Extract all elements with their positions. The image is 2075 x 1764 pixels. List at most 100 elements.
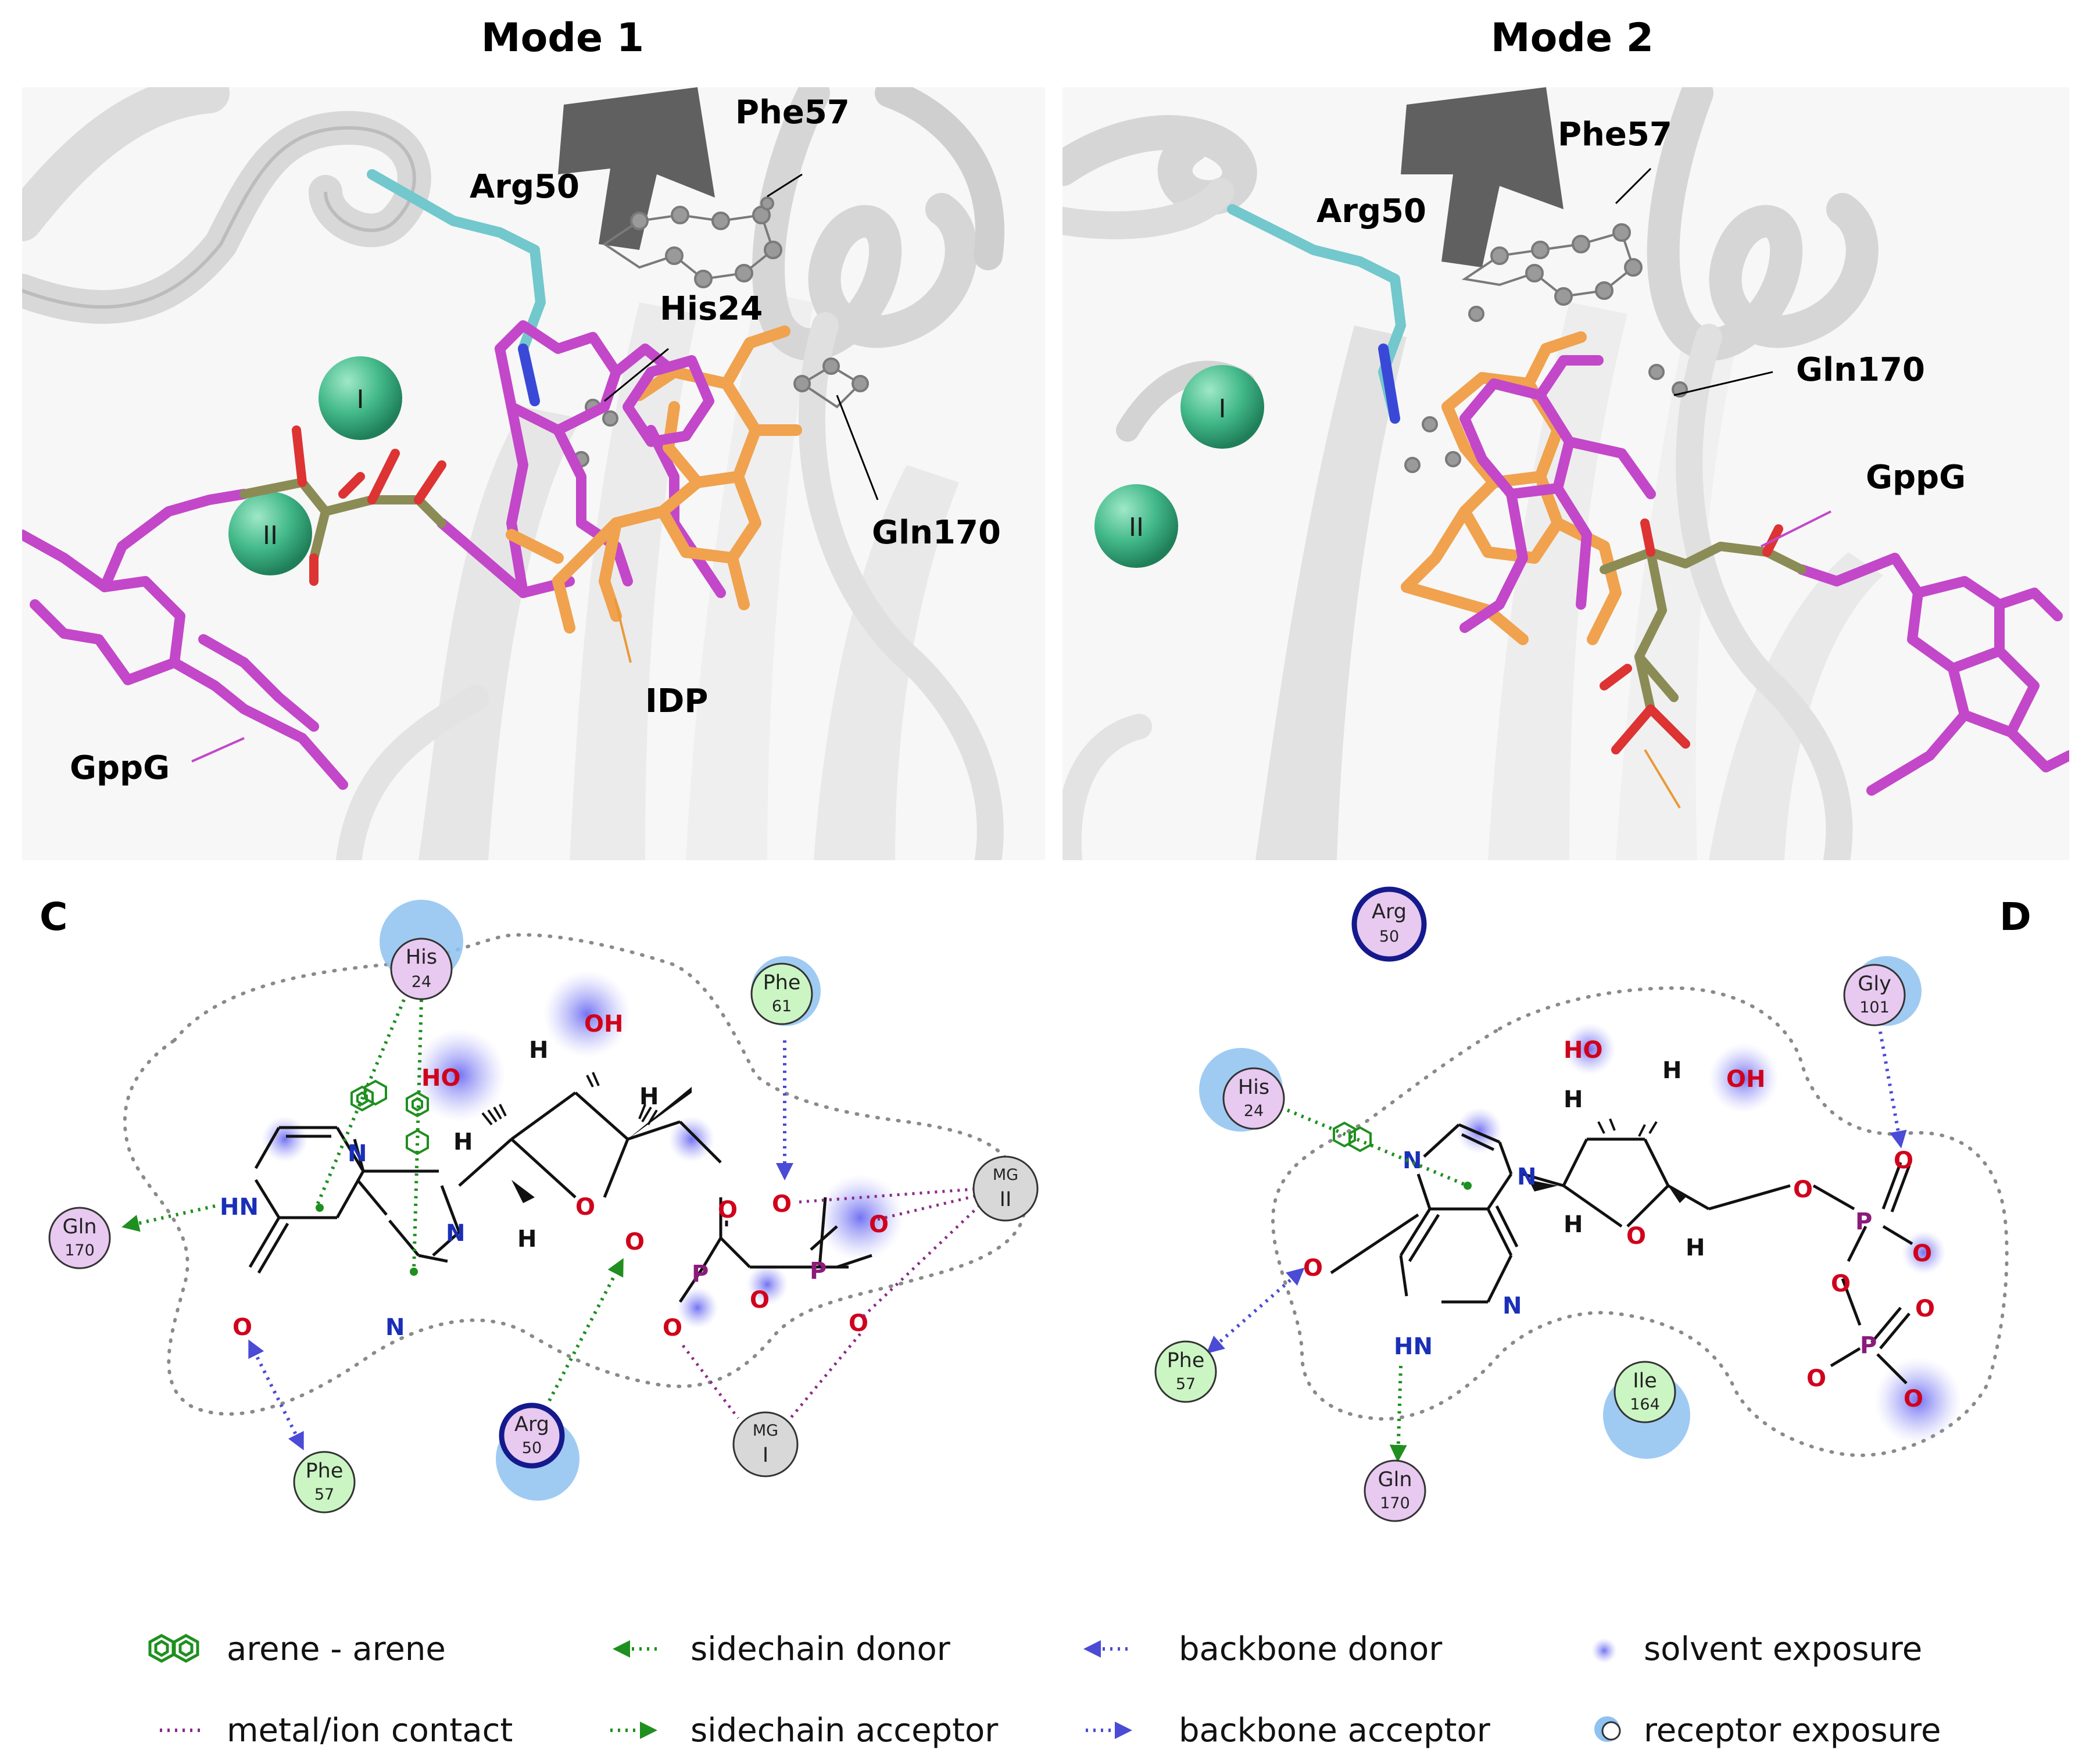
legend-solvent-icon bbox=[1591, 1638, 1617, 1663]
atom-o-bridge-c: O bbox=[750, 1287, 770, 1314]
atom-o-p2a-d: O bbox=[1915, 1296, 1935, 1322]
svg-text:Phe: Phe bbox=[763, 971, 801, 994]
metal-mg1-c: MG I bbox=[732, 1411, 799, 1477]
svg-text:I: I bbox=[763, 1444, 768, 1467]
svg-text:170: 170 bbox=[65, 1241, 95, 1260]
panel-d-diagram: N N N HN O HO OH H H H H O O P P O O O O… bbox=[1154, 886, 2009, 1522]
svg-text:MG: MG bbox=[753, 1422, 778, 1440]
legend-metal: metal/ion contact bbox=[227, 1712, 513, 1749]
svg-text:50: 50 bbox=[522, 1439, 542, 1457]
atom-o-p1a-d: O bbox=[1894, 1147, 1913, 1174]
residue-his24-d: His 24 bbox=[1222, 1067, 1285, 1130]
residue-his24-c: His 24 bbox=[390, 938, 453, 1000]
residue-arg50-d: Arg 50 bbox=[1351, 886, 1427, 962]
metal-ii-label-b: II bbox=[1129, 513, 1144, 542]
panel-label-d: D bbox=[1999, 894, 2031, 939]
atom-p1-d: P bbox=[1855, 1208, 1872, 1235]
label-gppg-b: GppG bbox=[1866, 459, 1966, 496]
atom-n2-c: N bbox=[446, 1220, 465, 1247]
residue-arg50-c: Arg 50 bbox=[499, 1402, 565, 1469]
atom-o-p2b-d: O bbox=[1806, 1365, 1826, 1392]
svg-text:Gln: Gln bbox=[1378, 1468, 1412, 1491]
atom-n2-d: N bbox=[1517, 1164, 1536, 1190]
label-phe57-a: Phe57 bbox=[735, 94, 850, 131]
svg-text:101: 101 bbox=[1859, 999, 1890, 1017]
hbond-gln170-hn-c bbox=[121, 1204, 216, 1232]
atom-o-ring-d: O bbox=[1626, 1223, 1646, 1250]
atom-oh-c: OH bbox=[584, 1011, 623, 1037]
atom-h3-c: H bbox=[453, 1129, 473, 1155]
residue-phe57-c: Phe 57 bbox=[293, 1451, 356, 1513]
svg-text:50: 50 bbox=[1379, 928, 1399, 946]
residue-gln170-c: Gln 170 bbox=[48, 1207, 111, 1269]
atom-o-link-c: O bbox=[718, 1197, 738, 1223]
arene-his24-line-d bbox=[1286, 1108, 1469, 1187]
residue-phe61-c: Phe 61 bbox=[750, 962, 813, 1025]
svg-text:24: 24 bbox=[1244, 1102, 1264, 1120]
label-gln170-a: Gln170 bbox=[872, 514, 1001, 552]
label-arg50-b: Arg50 bbox=[1316, 192, 1426, 230]
hbond-phe57-o-d bbox=[1206, 1268, 1305, 1354]
legend-bb-acceptor: backbone acceptor bbox=[1179, 1712, 1491, 1749]
hbond-gln170-hn-d bbox=[1389, 1365, 1407, 1462]
metal-mg2-c: MG II bbox=[972, 1155, 1039, 1222]
metal-i-label-a: I bbox=[357, 385, 364, 414]
residue-phe57-d: Phe 57 bbox=[1154, 1340, 1217, 1403]
atom-o-p2c-c: O bbox=[849, 1310, 868, 1337]
atom-n1-d: N bbox=[1403, 1147, 1422, 1174]
label-phe57-b: Phe57 bbox=[1558, 116, 1672, 153]
atom-h4-c: H bbox=[517, 1226, 536, 1253]
metal-i-sphere-b bbox=[1180, 365, 1264, 449]
legend-sc-acceptor: sidechain acceptor bbox=[691, 1712, 999, 1749]
atom-o-keto-c: O bbox=[232, 1314, 252, 1341]
svg-text:57: 57 bbox=[314, 1486, 334, 1504]
svg-text:His: His bbox=[406, 946, 437, 969]
svg-text:Gln: Gln bbox=[62, 1215, 96, 1239]
atom-o-p1a-c: O bbox=[625, 1229, 645, 1255]
legend-sc-donor: sidechain donor bbox=[691, 1630, 951, 1668]
svg-text:His: His bbox=[1238, 1076, 1269, 1099]
svg-text:24: 24 bbox=[412, 973, 431, 991]
legend-bb-donor: backbone donor bbox=[1179, 1630, 1443, 1668]
legend-receptor: receptor exposure bbox=[1644, 1712, 1941, 1749]
svg-text:Gly: Gly bbox=[1858, 972, 1891, 996]
metal-i-label-b: I bbox=[1219, 394, 1226, 424]
hbond-arg50-o-c bbox=[548, 1258, 624, 1402]
label-gln170-b: Gln170 bbox=[1796, 351, 1925, 389]
atom-hn-c: HN bbox=[220, 1194, 259, 1221]
panel-label-c: C bbox=[40, 894, 67, 939]
atom-n3-d: N bbox=[1502, 1293, 1522, 1319]
svg-text:Phe: Phe bbox=[1167, 1349, 1205, 1372]
atom-n1-c: N bbox=[348, 1140, 367, 1167]
atom-ho-d: HO bbox=[1564, 1037, 1602, 1064]
atom-o-p2a-c: O bbox=[772, 1191, 792, 1218]
svg-text:Arg: Arg bbox=[1372, 900, 1407, 924]
atom-o-keto-d: O bbox=[1303, 1255, 1323, 1282]
atom-p1-c: P bbox=[692, 1261, 709, 1287]
svg-text:II: II bbox=[1000, 1188, 1012, 1211]
panel-a-render: I II bbox=[22, 87, 1045, 860]
atom-ho-c: HO bbox=[421, 1065, 460, 1092]
atom-o-p2b-c: O bbox=[869, 1211, 889, 1238]
svg-text:Ile: Ile bbox=[1633, 1369, 1657, 1393]
atom-h2-d: H bbox=[1662, 1057, 1682, 1084]
residue-ile164-d: Ile 164 bbox=[1614, 1361, 1676, 1423]
atom-p2-c: P bbox=[810, 1258, 827, 1284]
title-mode-2: Mode 2 bbox=[1491, 15, 1654, 61]
svg-text:57: 57 bbox=[1176, 1375, 1196, 1393]
svg-text:164: 164 bbox=[1630, 1396, 1660, 1414]
label-arg50-a: Arg50 bbox=[470, 168, 579, 206]
metal-ii-sphere-b bbox=[1094, 484, 1178, 568]
legend-receptor-icon bbox=[1594, 1716, 1621, 1742]
residue-gln170-d: Gln 170 bbox=[1364, 1459, 1426, 1522]
atom-h4-d: H bbox=[1686, 1235, 1705, 1261]
legend: arene - arene sidechain donor backbone d… bbox=[148, 1630, 1941, 1749]
panel-b-render: I II bbox=[1062, 87, 2069, 860]
legend-solvent: solvent exposure bbox=[1644, 1630, 1922, 1668]
atom-o-link-d: O bbox=[1793, 1176, 1813, 1203]
atom-o-p2c-d: O bbox=[1904, 1386, 1923, 1412]
atom-n3-c: N bbox=[385, 1314, 405, 1341]
atom-o-p1b-c: O bbox=[663, 1315, 682, 1341]
title-mode-1: Mode 1 bbox=[481, 15, 644, 61]
